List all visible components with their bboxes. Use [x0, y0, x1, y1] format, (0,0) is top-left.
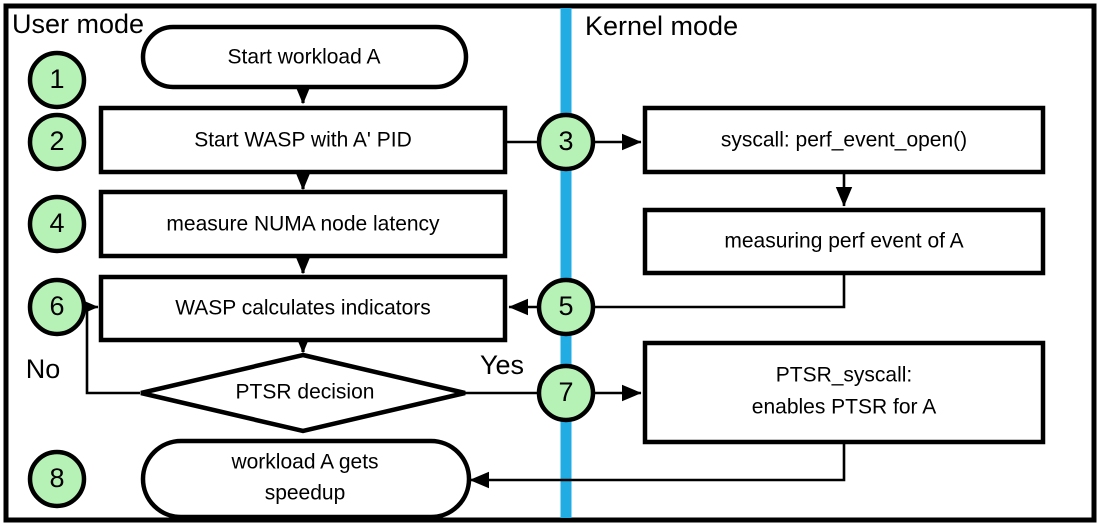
perf-event-open-label: syscall: perf_event_open() — [721, 129, 967, 152]
outer-frame — [3, 3, 1097, 523]
workload-speedup-label-line2: speedup — [265, 482, 346, 505]
ptsr-syscall-label-line1: PTSR_syscall: — [776, 364, 913, 387]
step-badge-3[interactable]: 3 — [536, 112, 596, 172]
start-workload-shape — [140, 24, 469, 90]
workload-speedup-label-line1: workload A gets — [230, 451, 378, 474]
user-mode-label: User mode — [12, 9, 144, 39]
step-badge-5[interactable]: 5 — [536, 277, 596, 337]
measuring-perf-label: measuring perf event of A — [724, 230, 963, 253]
step-badge-1[interactable]: 1 — [27, 50, 87, 110]
start-workload-label: Start workload A — [228, 46, 381, 69]
step-badge-2[interactable]: 2 — [27, 112, 87, 172]
step-8-circle — [27, 449, 87, 509]
step-5-label: 5 — [558, 291, 573, 321]
step-8-label: 8 — [49, 463, 64, 493]
measure-numa-label: measure NUMA node latency — [166, 213, 440, 236]
node-perf-event-open[interactable]: syscall: perf_event_open() — [642, 105, 1046, 175]
step-1-label: 1 — [49, 64, 64, 94]
step-2-label: 2 — [49, 126, 64, 156]
perf-event-open-shape — [642, 105, 1046, 175]
ptsr-decision-label: PTSR decision — [236, 381, 375, 404]
step-badge-7[interactable]: 7 — [536, 363, 596, 423]
node-measure-numa[interactable]: measure NUMA node latency — [98, 189, 508, 259]
step-7-circle — [536, 363, 596, 423]
node-measuring-perf[interactable]: measuring perf event of A — [642, 207, 1046, 276]
ptsr-syscall-shape — [642, 340, 1046, 445]
node-ptsr-syscall[interactable]: PTSR_syscall: enables PTSR for A — [642, 340, 1046, 445]
step-badge-8[interactable]: 8 — [27, 449, 87, 509]
workload-speedup-shape — [140, 438, 472, 520]
branch-label-no: No — [26, 354, 61, 384]
edge-measuring-to-step5 — [593, 273, 846, 309]
edge-ptsr-syscall-to-speedup — [469, 442, 846, 489]
step-5-circle — [536, 277, 596, 337]
branch-label-yes: Yes — [480, 350, 524, 380]
node-start-wasp[interactable]: Start WASP with A' PID — [98, 105, 508, 175]
node-start-workload[interactable]: Start workload A — [140, 24, 469, 90]
edge-decision-no-loopback — [78, 298, 140, 395]
wasp-calculates-shape — [98, 274, 508, 343]
measuring-perf-shape — [642, 207, 1046, 276]
node-workload-speedup[interactable]: workload A gets speedup — [140, 438, 472, 520]
step-badge-6[interactable]: 6 — [27, 277, 87, 337]
node-wasp-calculates[interactable]: WASP calculates indicators — [98, 274, 508, 343]
step-3-circle — [536, 112, 596, 172]
start-wasp-label: Start WASP with A' PID — [194, 129, 412, 152]
start-wasp-shape — [98, 105, 508, 175]
step-2-circle — [27, 112, 87, 172]
step-6-circle — [27, 277, 87, 337]
step-1-circle — [27, 50, 87, 110]
step-badge-4[interactable]: 4 — [27, 194, 87, 254]
step-7-label: 7 — [558, 377, 573, 407]
kernel-mode-label: Kernel mode — [585, 11, 738, 41]
step-4-circle — [27, 194, 87, 254]
step-3-label: 3 — [558, 126, 573, 156]
ptsr-decision-shape — [140, 352, 466, 434]
ptsr-syscall-label-line2: enables PTSR for A — [752, 396, 936, 419]
measure-numa-shape — [98, 189, 508, 259]
step-4-label: 4 — [49, 208, 64, 238]
step-6-label: 6 — [49, 291, 64, 321]
node-ptsr-decision[interactable]: PTSR decision — [140, 352, 466, 434]
wasp-calculates-label: WASP calculates indicators — [175, 297, 431, 320]
